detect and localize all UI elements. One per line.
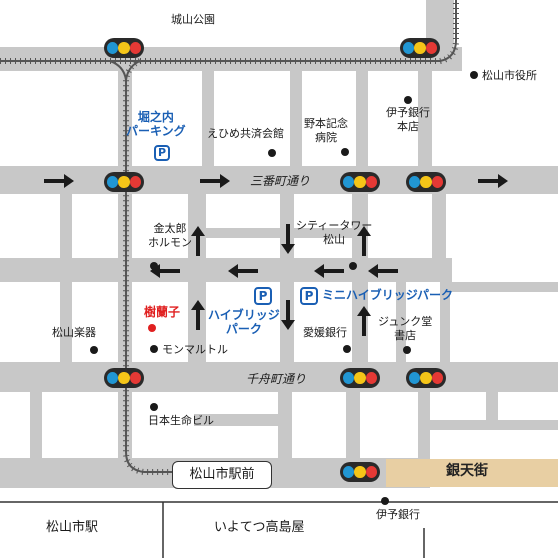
arrow-icon xyxy=(200,174,230,188)
traffic-signal-icon xyxy=(104,172,144,192)
traffic-signal-icon xyxy=(406,172,446,192)
poi-dot-icon xyxy=(349,262,357,270)
senbuncho-road-label: 千舟町通り xyxy=(246,372,307,386)
arrow-icon xyxy=(281,300,295,330)
jurako-label: 樹蘭子 xyxy=(144,305,181,319)
nomoto-hospital-label: 野本記念 病院 xyxy=(304,117,348,144)
park-label: 城山公園 xyxy=(171,13,215,26)
v-street-l xyxy=(396,282,406,362)
poi-dot-icon xyxy=(90,346,98,354)
junkudo-label: ジュンク堂 書店 xyxy=(378,315,433,342)
arrow-icon xyxy=(478,174,508,188)
arrow-icon xyxy=(314,264,344,278)
poi-dot-icon xyxy=(403,346,411,354)
traffic-signal-icon xyxy=(340,368,380,388)
arrow-icon xyxy=(228,264,258,278)
traffic-signal-icon xyxy=(104,368,144,388)
poi-dot-icon xyxy=(150,262,158,270)
v-street-b xyxy=(202,71,214,166)
short-lane-e xyxy=(430,420,558,430)
short-lane-d xyxy=(194,414,278,426)
short-lane-a xyxy=(206,228,280,238)
v-street-f xyxy=(188,194,206,362)
kintaro-label: 金太郎 ホルモン xyxy=(148,222,192,249)
v-street-s xyxy=(30,392,42,458)
iyo-bank-main-label: 伊予銀行 本店 xyxy=(386,106,430,133)
poi-dot-icon xyxy=(150,345,158,353)
traffic-signal-icon xyxy=(400,38,440,58)
v-street-m xyxy=(440,292,450,362)
arrow-icon xyxy=(191,226,205,256)
city-tower-label: シティータワー 松山 xyxy=(296,219,373,246)
traffic-signal-icon xyxy=(340,462,380,482)
arrow-icon xyxy=(357,226,371,256)
v-street-d xyxy=(356,71,368,166)
traffic-signal-icon xyxy=(104,38,144,58)
gintengai-arcade xyxy=(386,459,558,487)
sanbancho-road xyxy=(0,166,558,194)
v-street-i xyxy=(60,194,72,258)
traffic-signal-icon xyxy=(340,172,380,192)
poi-dot-icon xyxy=(341,148,349,156)
v-street-o xyxy=(278,392,292,458)
arrow-icon xyxy=(281,224,295,254)
arrow-icon xyxy=(191,300,205,330)
parking-icon: P xyxy=(300,287,318,305)
arrow-icon xyxy=(368,264,398,278)
iyotetsu-takashimaya-label: いよてつ高島屋 xyxy=(214,520,305,535)
shieki-mae-stop-label: 松山市駅前 xyxy=(172,461,272,489)
ehime-kyosai-label: えひめ共済会館 xyxy=(207,127,284,140)
poi-dot-icon xyxy=(404,96,412,104)
top-road xyxy=(0,47,462,71)
arrow-icon xyxy=(357,306,371,336)
nihon-seimei-label: 日本生命ビル xyxy=(148,414,214,427)
v-street-c xyxy=(290,71,302,166)
matsuyama-shi-station-label: 松山市駅 xyxy=(46,520,99,535)
sanbancho-road-label: 三番町通り xyxy=(250,174,311,188)
traffic-signal-icon xyxy=(406,368,446,388)
hybridge-parking-label: ハイブリッジ パーク xyxy=(208,308,280,336)
v-street-e xyxy=(418,71,432,166)
montmartre-label: モンマルトル xyxy=(162,343,228,356)
poi-dot-icon xyxy=(268,149,276,157)
v-street-k xyxy=(432,194,446,258)
short-lane-b xyxy=(294,228,352,238)
poi-dot-icon xyxy=(343,345,351,353)
senbuncho-road xyxy=(0,362,558,392)
ehime-bank-label: 愛媛銀行 xyxy=(303,326,347,339)
poi-dot-icon xyxy=(150,403,158,411)
parking-icon: P xyxy=(254,287,272,305)
gintengai-label: 銀天街 xyxy=(446,463,488,479)
matsuyama-gakki-label: 松山楽器 xyxy=(52,326,96,339)
iyo-bank-label: 伊予銀行 xyxy=(376,508,420,521)
parking-icon: P xyxy=(154,145,170,161)
v-street-t xyxy=(60,282,72,362)
horinouchi-parking-label: 堀之内 パーキング xyxy=(126,110,186,138)
mini-hybridge-parking-label: ミニハイブリッジパーク xyxy=(322,288,454,302)
city-hall-label: 松山市役所 xyxy=(482,69,537,82)
v-street-q xyxy=(486,392,498,420)
poi-dot-icon xyxy=(381,497,389,505)
v-street-g xyxy=(280,194,294,362)
station-buildings xyxy=(0,501,558,558)
arrow-icon xyxy=(44,174,74,188)
poi-dot-icon xyxy=(470,71,478,79)
v-street-p xyxy=(346,392,360,458)
jurako-marker-icon xyxy=(148,324,156,332)
short-lane-c xyxy=(440,282,558,292)
tram-line xyxy=(0,0,459,475)
